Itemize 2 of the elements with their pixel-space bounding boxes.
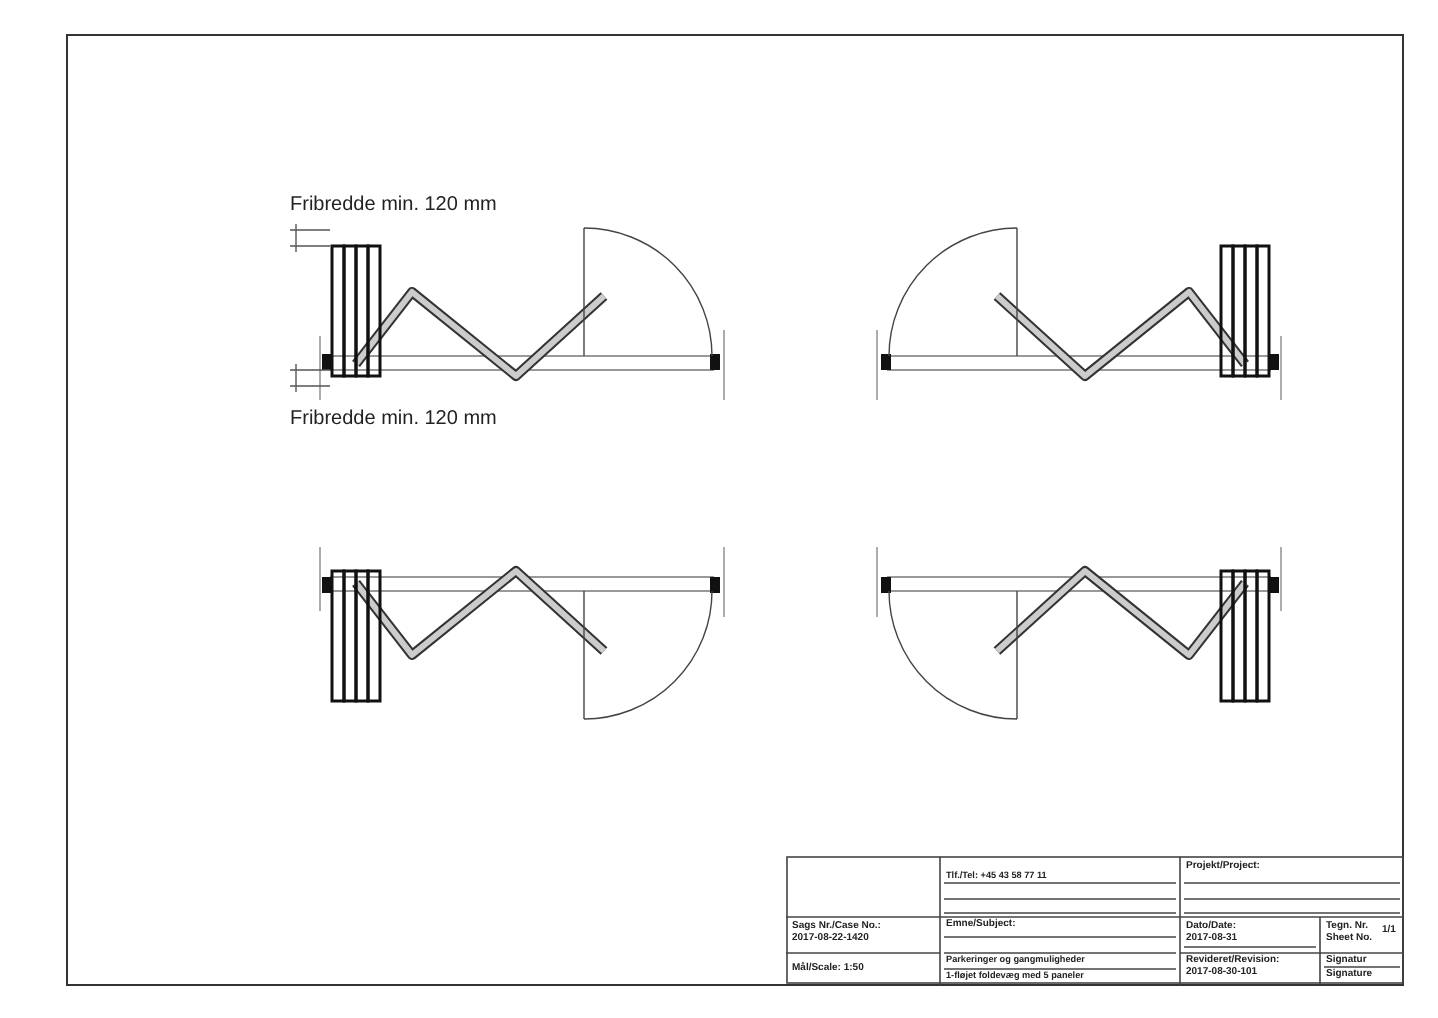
dimension-label: Fribredde min. 120 mm [290, 410, 497, 430]
dimension-label: Fribredde min. 120 mm [290, 196, 497, 216]
